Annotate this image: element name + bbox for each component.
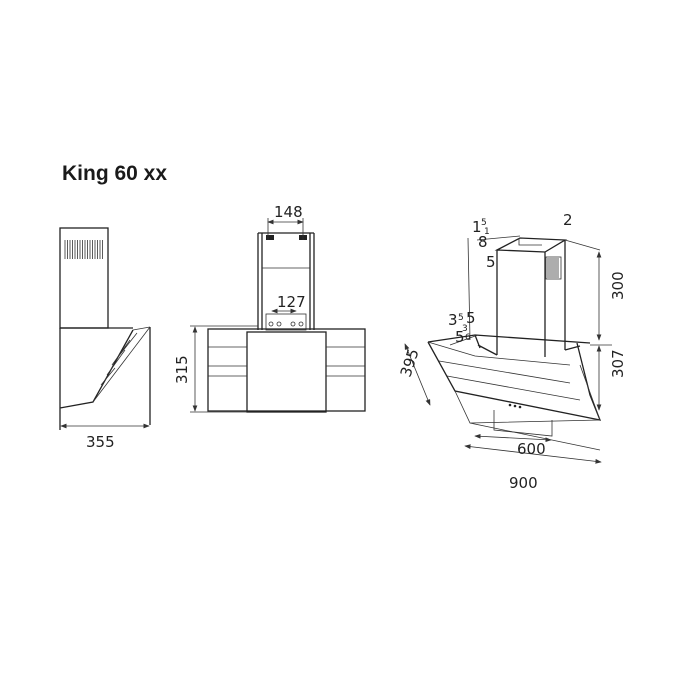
body-height-label: 307 — [609, 349, 627, 378]
dim-label: 5 — [486, 253, 496, 271]
drawing-title: King 60 xx — [62, 162, 168, 185]
outer-width-label: 900 — [509, 474, 538, 492]
front-body — [207, 328, 366, 412]
dim-label: 3 — [448, 311, 458, 329]
iso-view: 1 5 1 8 5 2 3 5 5 5 3 6 395 300 307 600 … — [397, 211, 627, 492]
vent-grille — [64, 240, 103, 259]
dim-label: 3 — [462, 324, 468, 334]
inner-width-label: 600 — [517, 440, 546, 458]
front-top-width-label: 148 — [274, 203, 303, 221]
front-view: 148 127 315 — [173, 203, 366, 413]
dim-label: 5 — [481, 218, 487, 228]
dim-label: 1 — [472, 218, 482, 236]
front-height-label: 315 — [173, 355, 191, 384]
side-width-label: 355 — [86, 433, 115, 451]
front-chimney — [257, 232, 315, 330]
chimney-height-label: 300 — [609, 271, 627, 300]
dim-label: 8 — [478, 233, 488, 251]
dim-label: 5 — [458, 313, 464, 323]
dim-label: 5 — [466, 309, 476, 327]
front-bracket-width-label: 127 — [277, 293, 306, 311]
iso-chimney — [494, 237, 568, 357]
dim-label: 6 — [465, 333, 471, 343]
dim-label: 5 — [455, 328, 465, 346]
dim-label: 2 — [563, 211, 573, 229]
mount-bracket — [265, 313, 307, 331]
side-body — [59, 327, 151, 430]
front-center-panel — [246, 331, 327, 413]
side-glass — [92, 326, 151, 403]
dim-label: 1 — [484, 227, 490, 237]
iso-glass-outline — [427, 341, 602, 421]
iso-top-plate — [427, 334, 591, 356]
side-view: 355 — [59, 227, 151, 451]
depth-label: 395 — [397, 346, 423, 379]
